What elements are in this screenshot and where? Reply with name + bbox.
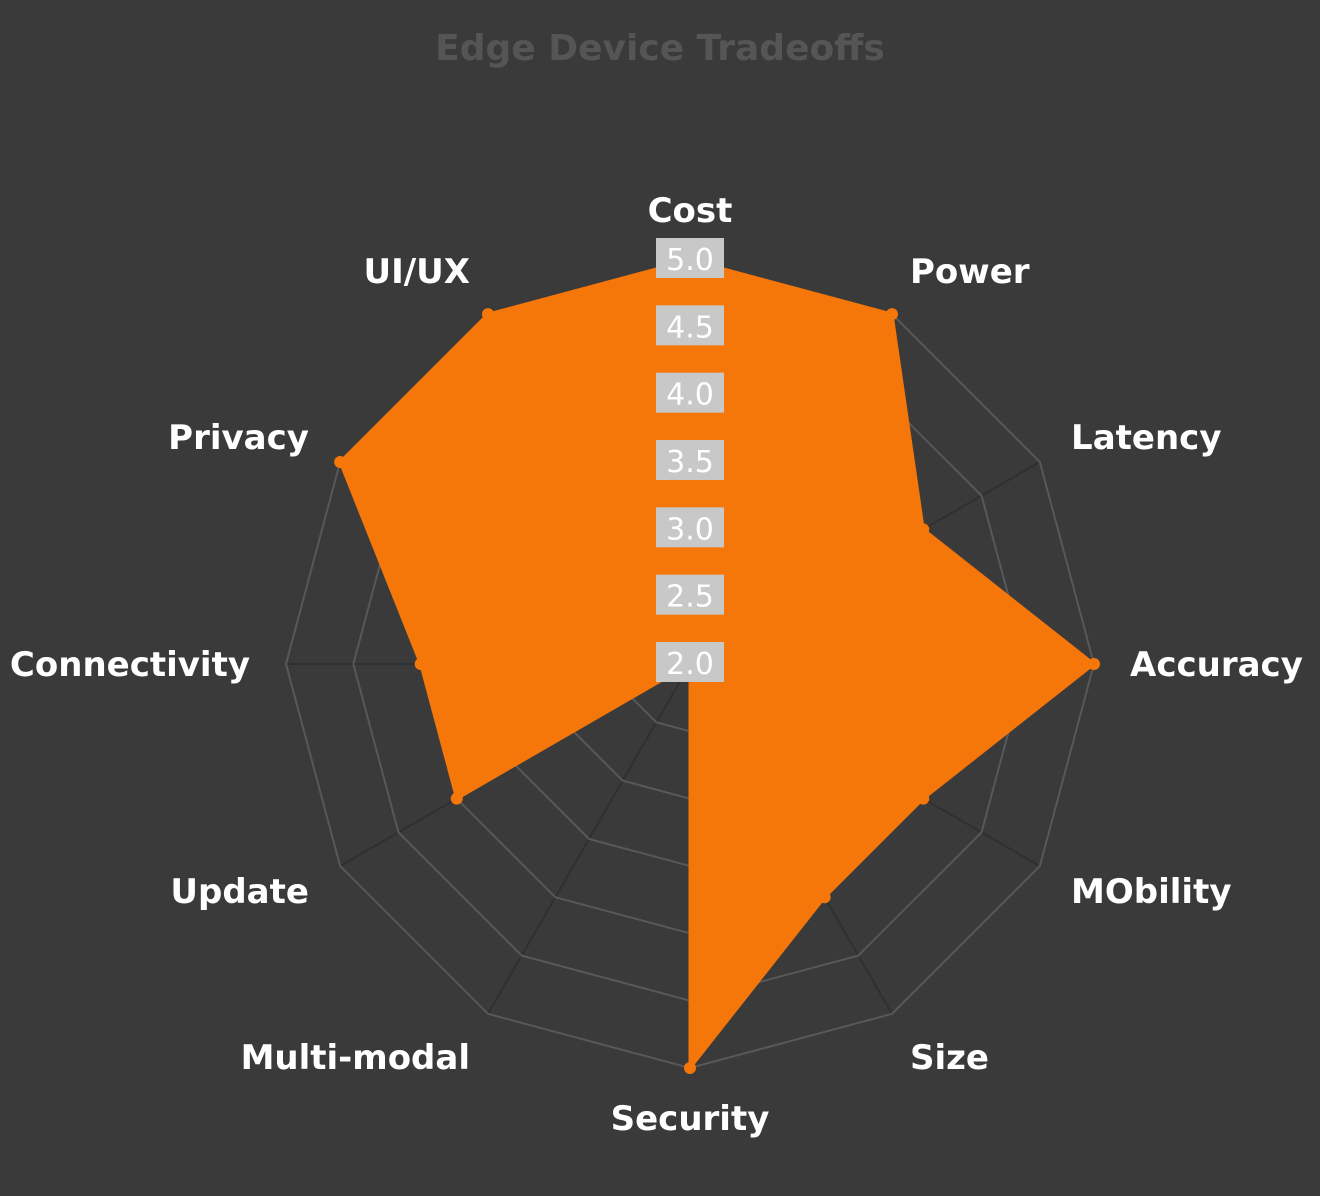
data-point xyxy=(414,658,427,670)
data-point xyxy=(818,891,831,904)
tick-label: 4.0 xyxy=(666,378,714,413)
axis-label: Connectivity xyxy=(10,645,250,685)
data-point xyxy=(917,792,930,805)
tick-label: 4.5 xyxy=(666,310,714,345)
tick-label: 3.5 xyxy=(666,445,714,480)
tick-backdrop xyxy=(656,574,724,615)
axis-label: Cost xyxy=(648,191,733,231)
tick-backdrop xyxy=(656,238,724,278)
axis-label: Update xyxy=(170,872,309,912)
data-point xyxy=(1088,658,1100,670)
data-point xyxy=(450,792,463,805)
axis-label: Size xyxy=(910,1038,989,1078)
tick-backdrop xyxy=(656,372,724,413)
tick-backdrop xyxy=(656,305,724,346)
point-labels: CostPowerLatencyAccuracyMObilitySizeSecu… xyxy=(10,191,1303,1139)
tick-backdrop xyxy=(656,440,724,480)
axis-label: MObility xyxy=(1071,872,1231,912)
tick-backdrop xyxy=(656,642,724,682)
axis-label: Privacy xyxy=(168,418,309,458)
tick-label: 3.0 xyxy=(666,512,714,547)
axis-label: UI/UX xyxy=(364,252,471,292)
data-point xyxy=(917,523,930,536)
chart-title: Edge Device Tradeoffs xyxy=(435,28,885,69)
tick-label: 2.0 xyxy=(666,647,714,682)
axis-label: Accuracy xyxy=(1130,645,1303,685)
axis-label: Latency xyxy=(1071,418,1221,458)
tick-label: 5.0 xyxy=(666,243,714,278)
radial-ticks: 2.0 2.5 3.0 3.5 4.0 4.5 5.0 xyxy=(656,238,724,682)
data-point xyxy=(684,1062,696,1074)
axis-label: Power xyxy=(910,252,1030,292)
data-point xyxy=(482,308,494,321)
data-point xyxy=(334,456,347,468)
axis-label: Security xyxy=(611,1099,770,1139)
axis-label: Multi-modal xyxy=(241,1038,470,1078)
tick-backdrop xyxy=(656,507,724,548)
data-point xyxy=(886,308,898,321)
tick-label: 2.5 xyxy=(666,580,714,615)
